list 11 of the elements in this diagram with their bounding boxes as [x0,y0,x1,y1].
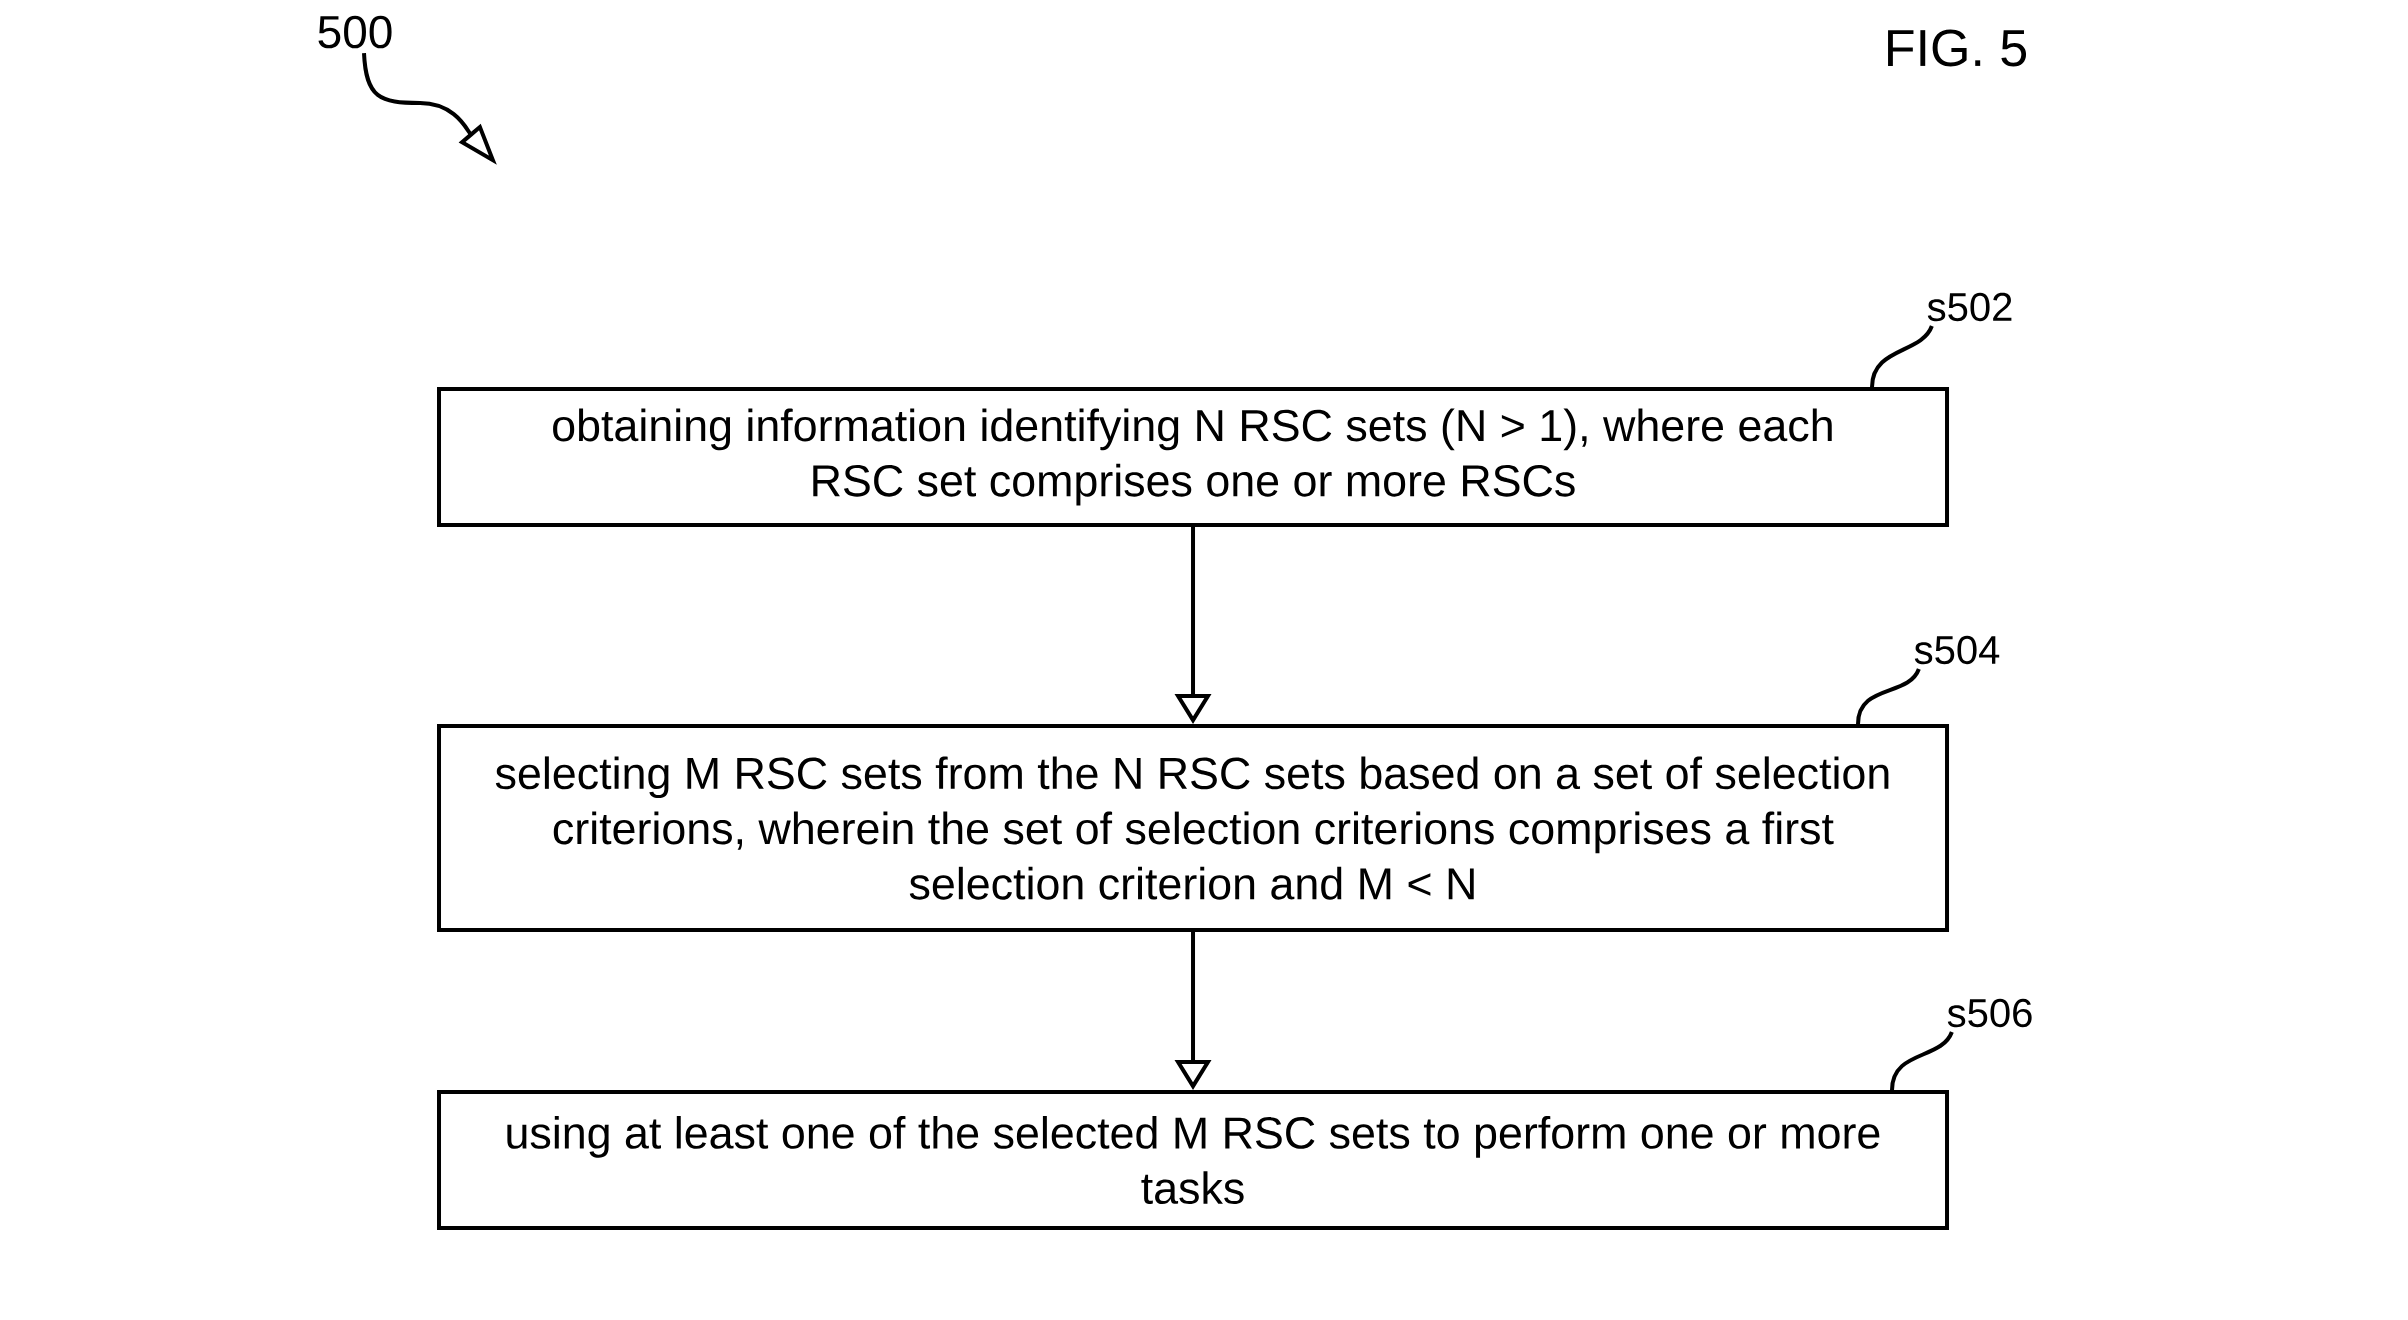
reference-numeral: s504 [1914,635,2000,665]
process-box: obtaining information identifying N RSC sets (N > 1), where each RSC set comprises one or more RSCs [437,387,1949,527]
leader-line [1890,1031,1954,1091]
leader-line [1856,668,1921,725]
reference-numeral: s502 [1927,292,2012,322]
leader-line [1870,325,1934,388]
process-box: selecting M RSC sets from the N RSC sets based on a set of selection criterions, wherein the set of selection criterions comprises a first selection criterion and M < N [437,724,1949,932]
process-box: using at least one of the selected M RSC sets to perform one or more tasks [437,1090,1949,1230]
reference-numeral: s506 [1947,998,2032,1028]
figure-label: FIG. 5 [1888,29,2027,67]
reference-numeral: 500 [318,15,392,49]
